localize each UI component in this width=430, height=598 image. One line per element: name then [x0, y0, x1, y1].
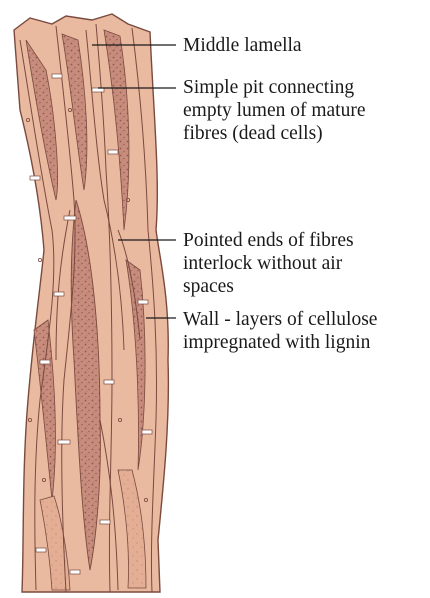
pit — [64, 216, 76, 220]
pit — [30, 176, 40, 180]
label-middle-lamella: Middle lamella — [183, 34, 302, 57]
pit — [52, 74, 62, 78]
pit — [138, 300, 148, 304]
pit — [58, 440, 70, 444]
pit — [54, 292, 64, 296]
pit — [142, 430, 152, 434]
pit — [100, 520, 110, 524]
label-pointed-ends: Pointed ends of fibres interlock without… — [183, 229, 354, 298]
pit — [104, 380, 114, 384]
pit — [36, 548, 46, 552]
pit — [40, 360, 50, 364]
label-simple-pit: Simple pit connecting empty lumen of mat… — [183, 76, 366, 145]
pit — [108, 150, 118, 154]
label-wall-layers: Wall - layers of cellulose impregnated w… — [183, 308, 377, 354]
pit — [70, 570, 80, 574]
